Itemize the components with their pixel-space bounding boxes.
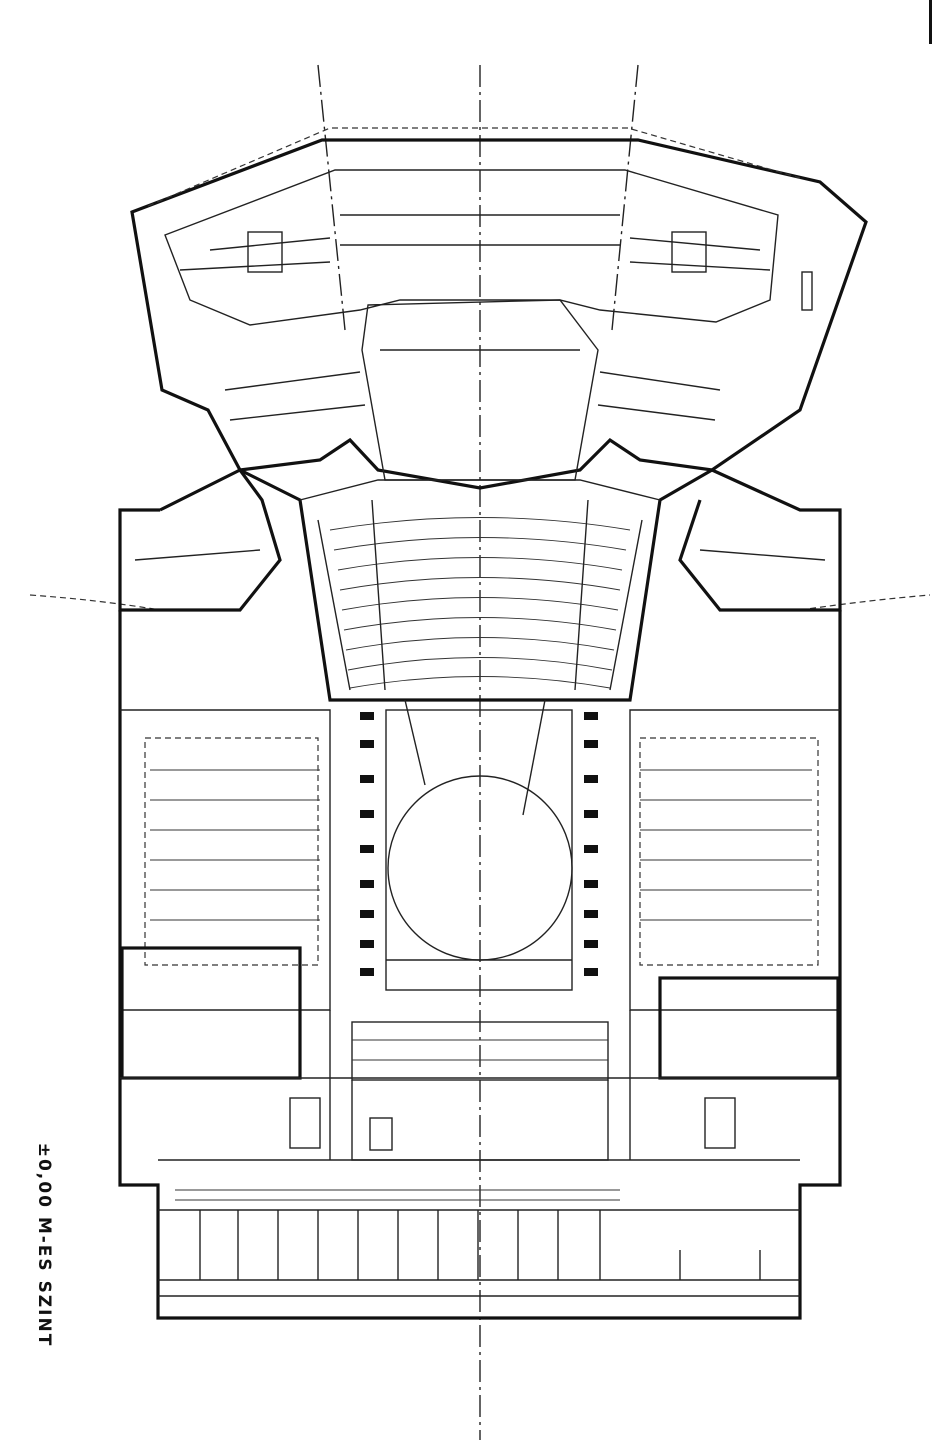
right-arc-axis xyxy=(799,594,931,611)
stair-left xyxy=(247,231,283,273)
axis-lines xyxy=(29,64,931,1440)
columns xyxy=(360,712,598,976)
side-stage-left xyxy=(120,946,302,1080)
page-edge-mark xyxy=(929,0,932,44)
side-stage-right xyxy=(658,976,840,1080)
stage-area xyxy=(385,709,573,991)
right-axis xyxy=(611,64,639,331)
rear-fan-wing xyxy=(130,127,868,490)
stair-right xyxy=(671,231,707,273)
level-label: ±0,00 M-ES SZINT xyxy=(34,1142,54,1348)
left-axis xyxy=(317,64,346,331)
left-arc-axis xyxy=(29,594,161,611)
rear-stage xyxy=(351,1021,609,1081)
main-building xyxy=(118,610,842,1320)
dressing-rooms xyxy=(158,1189,800,1297)
